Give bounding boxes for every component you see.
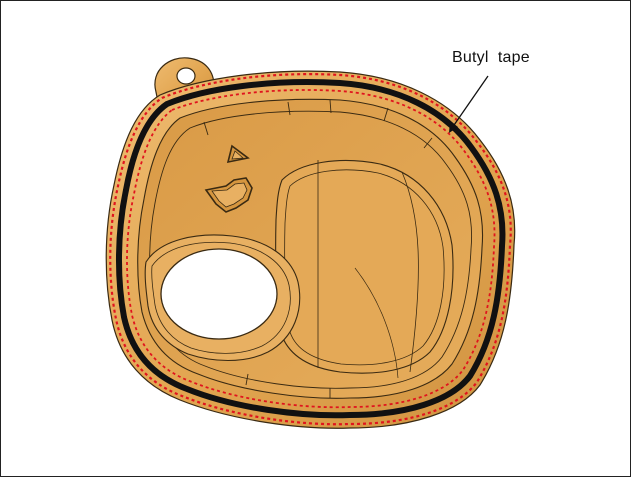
arrow-emboss <box>204 177 253 213</box>
tape-marker-inner <box>126 89 496 409</box>
butyl-tape <box>116 79 506 419</box>
triangle-emboss <box>226 144 250 164</box>
hole-boss-rim <box>151 241 291 354</box>
label-leader-arrowhead <box>449 121 458 133</box>
circular-hole <box>160 248 278 340</box>
mounting-hole <box>176 67 196 85</box>
pocket-seam-right <box>401 171 419 373</box>
label-leader-line <box>451 75 489 129</box>
butyl-tape-label: Butyl tape <box>452 49 530 66</box>
floor-seam <box>354 267 399 379</box>
pocket-inner-edge <box>284 169 445 366</box>
